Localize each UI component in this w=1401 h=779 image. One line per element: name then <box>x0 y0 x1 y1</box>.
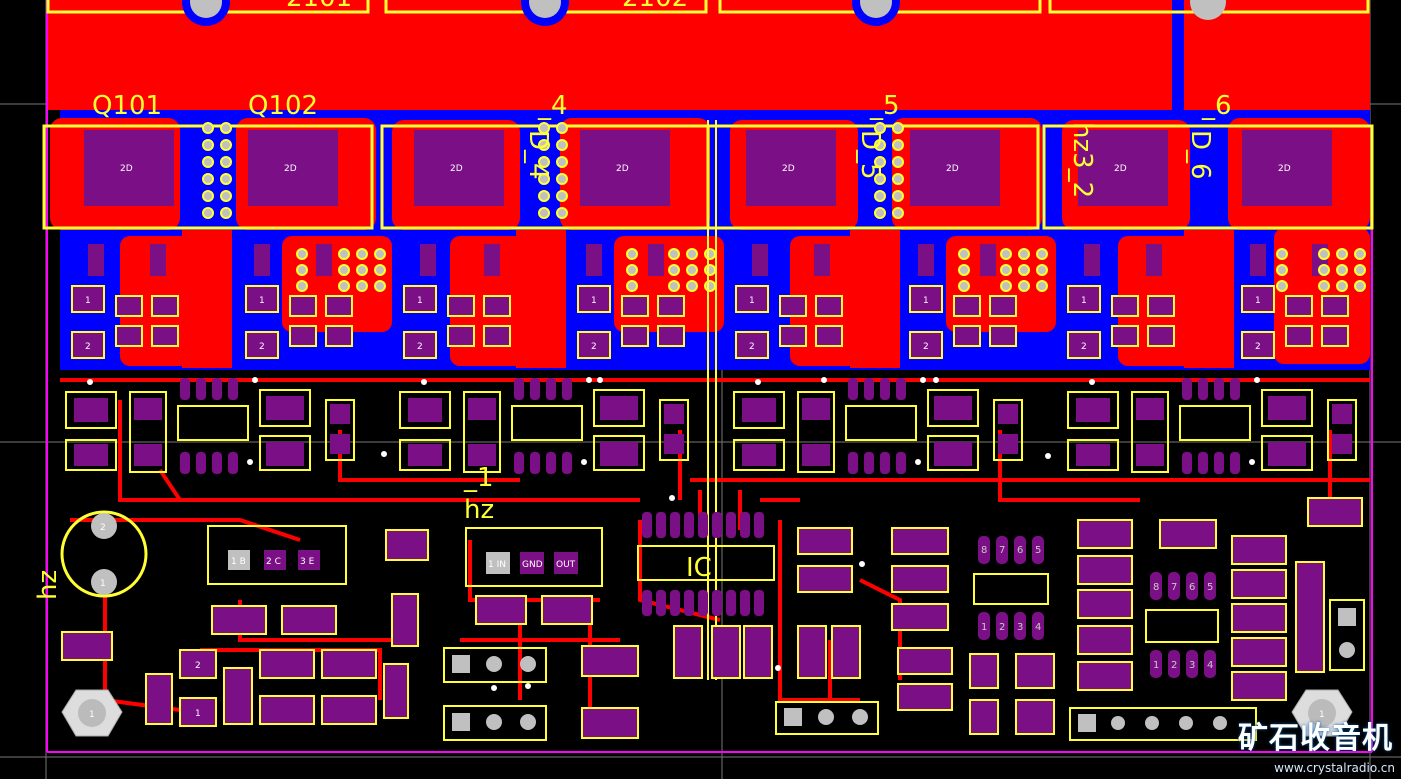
connector-label-1: 2101 <box>286 0 352 13</box>
controller-ic <box>637 512 775 616</box>
svg-text:6: 6 <box>1189 582 1195 593</box>
svg-text:1: 1 <box>1255 296 1261 306</box>
refdes-ic: IC <box>686 553 712 583</box>
svg-text:1: 1 <box>1319 710 1325 720</box>
refdes-hz2: hz <box>464 495 494 525</box>
svg-text:1: 1 <box>1153 660 1159 671</box>
svg-text:2D: 2D <box>946 164 959 174</box>
svg-text:2: 2 <box>100 523 106 533</box>
svg-text:2: 2 <box>1081 342 1087 352</box>
dip8-footprints <box>973 536 1219 678</box>
svg-text:4: 4 <box>1207 660 1213 671</box>
pin-headers <box>443 599 1365 741</box>
svg-text:2D: 2D <box>1278 164 1291 174</box>
svg-text:2: 2 <box>417 342 423 352</box>
smd-parts-lower-left <box>61 529 639 739</box>
svg-text:OUT: OUT <box>556 560 576 570</box>
refdes-4: _4 <box>537 91 568 121</box>
svg-text:6: 6 <box>1017 545 1023 556</box>
transistor-footprint <box>207 525 347 585</box>
silk-divider <box>707 120 717 680</box>
svg-text:1: 1 <box>259 296 265 306</box>
svg-text:1: 1 <box>1081 296 1087 306</box>
svg-text:1: 1 <box>923 296 929 306</box>
svg-text:8: 8 <box>981 545 987 556</box>
refdes-q102: Q102 <box>248 91 318 121</box>
svg-text:2D: 2D <box>450 164 463 174</box>
svg-text:2: 2 <box>1255 342 1261 352</box>
refdes-side-4: hz3_2 <box>1067 122 1097 198</box>
svg-text:2D: 2D <box>284 164 297 174</box>
svg-text:1: 1 <box>100 579 106 589</box>
refdes-side-2: D_5 <box>855 130 885 180</box>
svg-text:1: 1 <box>417 296 423 306</box>
svg-text:1 B: 1 B <box>231 557 246 567</box>
smd-resistors-upper <box>71 285 1349 359</box>
svg-text:3: 3 <box>1017 622 1023 633</box>
via-arrays <box>202 122 1366 292</box>
refdes-5: _5 <box>869 91 900 121</box>
smd-resistor-pin-labels: 1 2 1 2 1 2 1 2 1 2 1 2 1 2 1 2 <box>85 296 1261 352</box>
refdes-q101: Q101 <box>92 91 162 121</box>
svg-text:2: 2 <box>1171 660 1177 671</box>
svg-text:1: 1 <box>85 296 91 306</box>
dpak-tabs <box>84 130 1332 206</box>
svg-text:1: 1 <box>749 296 755 306</box>
svg-text:2: 2 <box>749 342 755 352</box>
watermark-title: 矿石收音机 <box>1238 721 1393 756</box>
regulator-footprint <box>465 527 603 587</box>
svg-text:7: 7 <box>1171 582 1177 593</box>
svg-text:7: 7 <box>999 545 1005 556</box>
svg-text:2D: 2D <box>120 164 133 174</box>
refdes-6: _6 <box>1201 91 1232 121</box>
svg-text:2 C: 2 C <box>266 557 281 567</box>
svg-text:1: 1 <box>591 296 597 306</box>
gate-driver-blocks <box>65 376 1357 475</box>
svg-text:2D: 2D <box>1114 164 1127 174</box>
refdes-hz3: hz <box>33 570 63 600</box>
svg-text:8: 8 <box>1153 582 1159 593</box>
electrolytic-capacitor <box>60 510 148 598</box>
dpak-pad-labels: 2D 2D 2D 2D 2D 2D 2D 2D <box>120 164 1291 174</box>
svg-text:2: 2 <box>195 661 201 671</box>
svg-text:1 IN: 1 IN <box>488 560 506 570</box>
top-connectors <box>46 0 1370 26</box>
svg-text:4: 4 <box>1035 622 1041 633</box>
svg-text:2: 2 <box>923 342 929 352</box>
svg-text:2: 2 <box>999 622 1005 633</box>
watermark-url: www.crystalradio.cn <box>1274 761 1395 775</box>
scattered-vias <box>381 377 1051 691</box>
dip8-pin-labels: 8 7 6 5 1 2 3 4 8 7 6 5 1 2 3 4 <box>981 545 1213 671</box>
svg-text:5: 5 <box>1035 545 1041 556</box>
svg-text:1: 1 <box>195 709 201 719</box>
mounting-holes <box>61 689 1353 737</box>
svg-text:2D: 2D <box>782 164 795 174</box>
connector-label-2: 2102 <box>622 0 688 13</box>
smd-parts-right <box>673 497 1363 735</box>
refdes-hz1: _1 <box>463 463 494 493</box>
svg-text:2: 2 <box>591 342 597 352</box>
svg-text:GND: GND <box>522 560 543 570</box>
svg-text:1: 1 <box>89 710 95 720</box>
dpak-legs <box>88 244 1328 276</box>
refdes-side-3: D_6 <box>1185 130 1215 180</box>
svg-text:2: 2 <box>259 342 265 352</box>
svg-text:2: 2 <box>85 342 91 352</box>
svg-text:2D: 2D <box>616 164 629 174</box>
refdes-side-1: D_4 <box>523 130 553 180</box>
svg-text:3 E: 3 E <box>300 557 315 567</box>
svg-text:1: 1 <box>981 622 987 633</box>
svg-text:3: 3 <box>1189 660 1195 671</box>
svg-text:5: 5 <box>1207 582 1213 593</box>
